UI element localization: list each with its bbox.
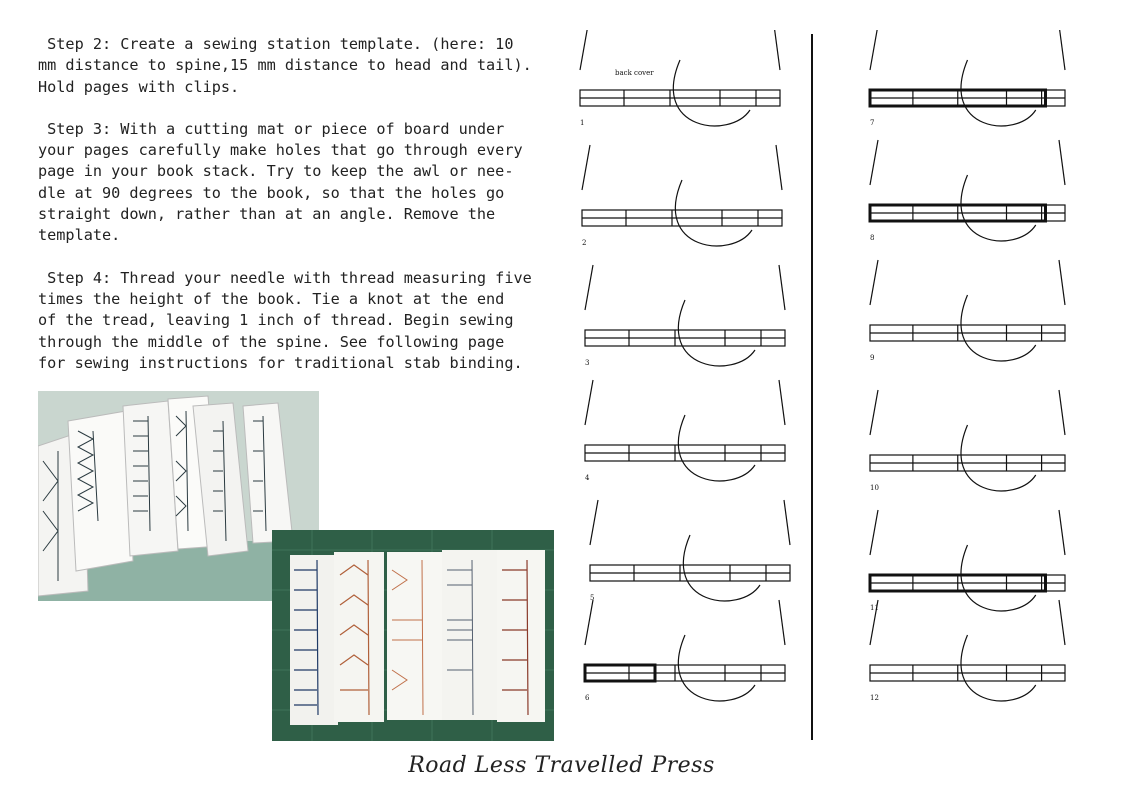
bound-books-photo-1 — [38, 391, 319, 601]
binding-figure-12: 12 — [869, 599, 1066, 702]
binding-figure-9: 9 — [869, 259, 1066, 362]
binding-figure-6: 6 — [583, 599, 786, 702]
figure-number: 7 — [870, 119, 874, 127]
column-divider — [811, 34, 813, 740]
back-cover-label: back cover — [615, 69, 654, 77]
figure-number: 11 — [870, 604, 879, 612]
figure-number: 9 — [870, 354, 874, 362]
figure-number: 10 — [870, 484, 879, 492]
figure-number: 3 — [585, 359, 589, 367]
figure-number: 5 — [590, 594, 594, 602]
figure-number: 12 — [870, 694, 879, 702]
step-2-text: Step 2: Create a sewing station template… — [38, 35, 532, 96]
instructions-text: Step 2: Create a sewing station template… — [38, 34, 563, 395]
press-name: Road Less Travelled Press — [408, 753, 715, 778]
figure-number: 8 — [870, 234, 874, 242]
binding-figure-10: 10 — [869, 389, 1066, 492]
binding-figure-4: 4 — [584, 379, 786, 482]
binding-figure-1: 1 — [579, 24, 781, 127]
figure-number: 4 — [585, 474, 590, 482]
step-4-text: Step 4: Thread your needle with thread m… — [38, 268, 532, 372]
binding-figure-2: 2 — [581, 144, 783, 247]
step-3-text: Step 3: With a cutting mat or piece of b… — [38, 119, 523, 245]
bound-books-photo-2 — [272, 530, 554, 741]
figure-number: 2 — [582, 239, 586, 247]
figure-number: 1 — [580, 119, 584, 127]
binding-figure-5: 5 — [589, 499, 791, 602]
binding-figure-7: 7 — [868, 24, 1066, 127]
binding-figure-11: 11 — [868, 509, 1066, 612]
figure-number: 6 — [585, 694, 590, 702]
binding-figure-8: 8 — [868, 139, 1066, 242]
binding-figure-3: 3 — [584, 264, 786, 367]
